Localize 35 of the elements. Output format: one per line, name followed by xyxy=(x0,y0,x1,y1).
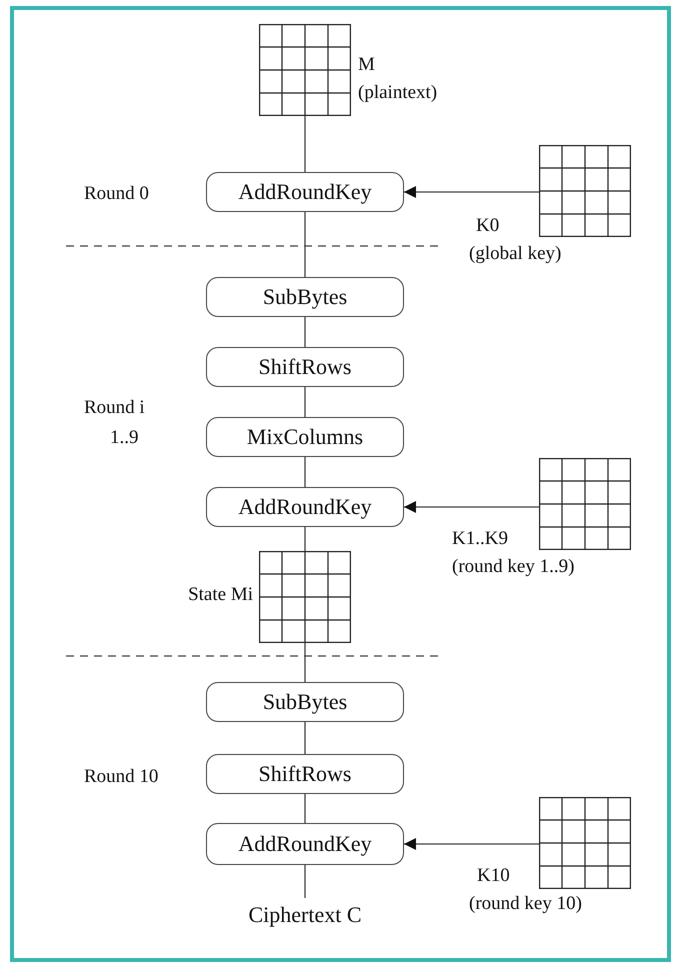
arrow xyxy=(404,501,539,513)
arrow xyxy=(404,838,539,850)
process-box: AddRoundKey xyxy=(206,487,404,527)
round-label: Round 0 xyxy=(84,183,149,206)
round-label: Round i xyxy=(84,397,145,420)
connector-line xyxy=(304,722,306,754)
connector-line xyxy=(304,794,306,823)
connector-line xyxy=(304,116,306,172)
connector-line xyxy=(304,457,306,487)
process-box: AddRoundKey xyxy=(206,172,404,212)
round-label: 1..9 xyxy=(110,427,138,450)
arrow xyxy=(404,186,539,198)
process-box: MixColumns xyxy=(206,417,404,457)
round-label: Round 10 xyxy=(84,766,158,789)
matrix-label: (global key) xyxy=(469,243,562,266)
matrix-label: (round key 1..9) xyxy=(452,556,574,579)
connector-line xyxy=(304,643,306,682)
matrix-label: K10 xyxy=(477,865,510,888)
connector-line xyxy=(304,387,306,417)
matrix-label: M xyxy=(358,54,375,77)
process-box: AddRoundKey xyxy=(206,823,404,865)
matrix-label: State Mi xyxy=(188,584,253,607)
process-box: SubBytes xyxy=(206,682,404,722)
matrix-label: (plaintext) xyxy=(358,82,438,105)
connector-line xyxy=(304,527,306,551)
process-box: ShiftRows xyxy=(206,754,404,794)
matrix-label: K0 xyxy=(476,215,500,238)
connector-line xyxy=(304,212,306,277)
process-box: ShiftRows xyxy=(206,347,404,387)
matrix-label: (round key 10) xyxy=(469,893,582,916)
process-box: SubBytes xyxy=(206,277,404,317)
matrix-label: K1..K9 xyxy=(452,528,508,551)
connector-line xyxy=(304,317,306,347)
connector-line xyxy=(304,865,306,898)
output-label: Ciphertext C xyxy=(205,898,405,932)
